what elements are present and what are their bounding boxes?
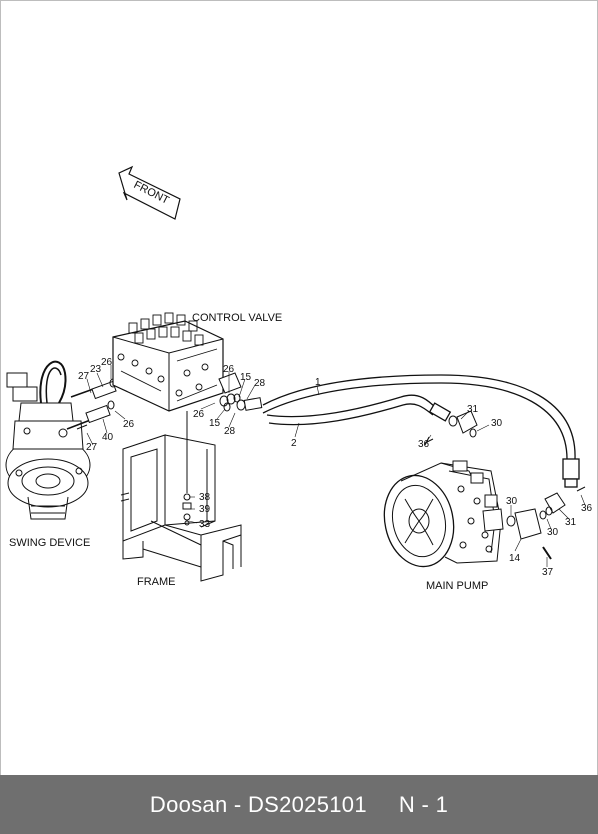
callout-40: 40 — [102, 432, 114, 443]
callout-26-c: 26 — [223, 364, 235, 375]
callout-36-b: 36 — [581, 503, 593, 514]
callout-30-c: 30 — [547, 527, 559, 538]
main-pump — [383, 460, 504, 568]
callout-28-a: 28 — [254, 378, 266, 389]
front-arrow-icon — [118, 165, 181, 220]
callout-31-b: 31 — [565, 517, 577, 528]
callout-27-a: 27 — [78, 371, 90, 382]
callout-14: 14 — [509, 553, 521, 564]
hose-2 — [266, 394, 452, 426]
hose-1 — [262, 374, 580, 488]
callout-2: 2 — [291, 438, 297, 449]
document-code: Doosan - DS2025101 N - 1 — [149, 791, 449, 817]
callout-39: 39 — [199, 504, 211, 515]
callout-26-b: 26 — [123, 419, 135, 430]
pump-lower-fittings — [506, 486, 586, 560]
control-valve — [112, 312, 242, 412]
swing-hose-fittings — [66, 378, 117, 430]
callout-33: 33 — [199, 519, 211, 530]
callout-26-a: 26 — [101, 357, 113, 368]
footer-bar: Doosan - DS2025101 N - 1 — [0, 775, 598, 834]
callout-31-a: 31 — [467, 404, 479, 415]
callout-15-a: 15 — [240, 372, 252, 383]
callout-23: 23 — [90, 364, 102, 375]
callout-38: 38 — [199, 492, 211, 503]
frame-label: FRAME — [137, 576, 176, 588]
callout-36-a: 36 — [418, 439, 430, 450]
callout-26-d: 26 — [193, 409, 205, 420]
callout-28-b: 28 — [224, 426, 236, 437]
control-valve-label: CONTROL VALVE — [192, 312, 282, 324]
swing-device — [5, 360, 91, 520]
pump-upper-fittings — [424, 410, 478, 446]
swing-device-label: SWING DEVICE — [9, 537, 90, 549]
valve-outlet-fittings — [219, 393, 263, 412]
callout-30-b: 30 — [506, 496, 518, 507]
callout-15-b: 15 — [209, 418, 221, 429]
frame — [120, 411, 242, 582]
hose-routing-diagram: FRONT CONTROL VALVE SWING DEVICE FRAME M… — [5, 165, 593, 592]
callout-1: 1 — [315, 377, 321, 388]
callout-30-a: 30 — [491, 418, 503, 429]
main-pump-label: MAIN PUMP — [426, 580, 488, 592]
diagram-frame: FRONT CONTROL VALVE SWING DEVICE FRAME M… — [0, 0, 598, 776]
leader-lines — [86, 365, 586, 567]
callout-27-b: 27 — [86, 442, 98, 453]
callout-37: 37 — [542, 567, 554, 578]
